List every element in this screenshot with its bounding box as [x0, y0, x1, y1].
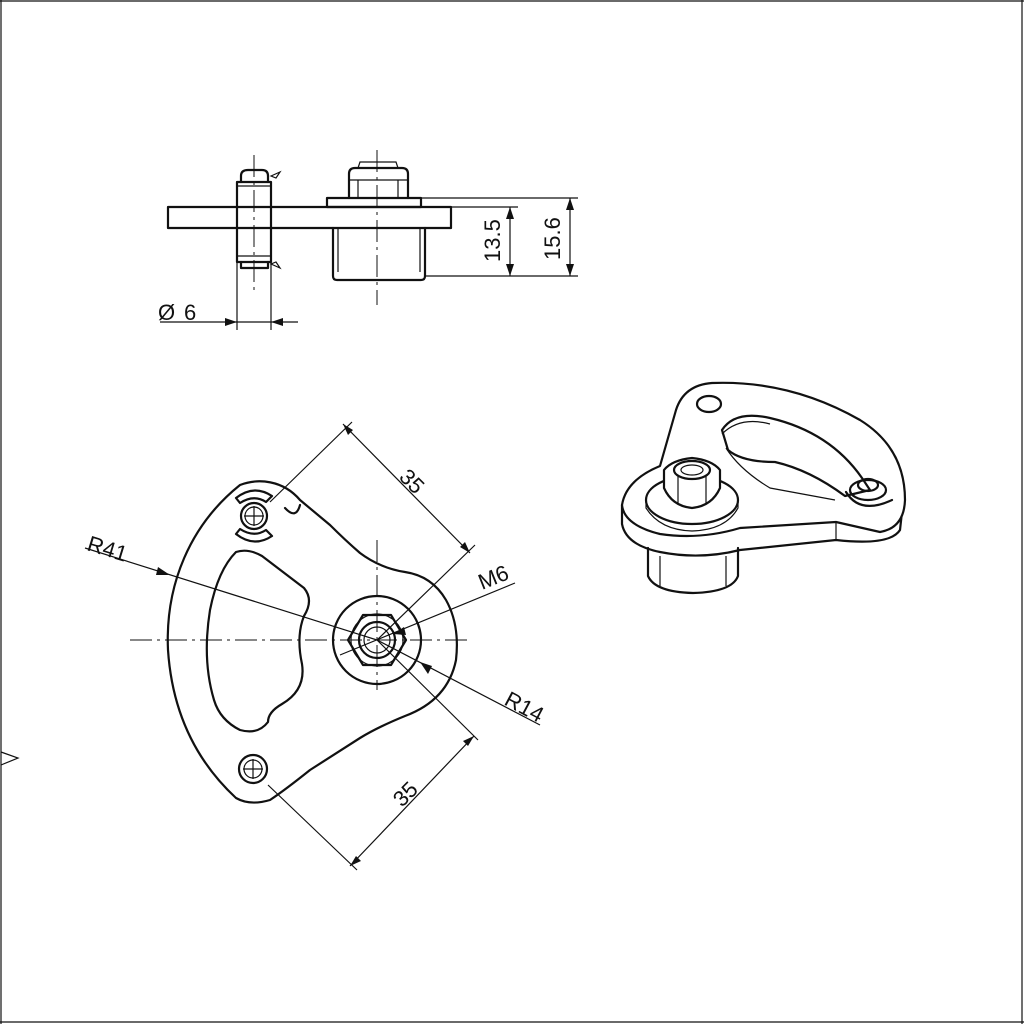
dim-radius-hub: R14 — [501, 686, 548, 727]
dim-radius-outer: R41 — [85, 531, 131, 567]
dim-offset-lower: 35 — [388, 777, 423, 812]
dim-offset-upper: 35 — [394, 464, 429, 499]
dim-hole-diameter: 6 — [184, 300, 196, 325]
diameter-symbol: Ø — [158, 300, 175, 325]
side-view — [160, 150, 578, 330]
dim-height-flange: 13.5 — [480, 219, 505, 262]
isometric-view — [620, 381, 907, 595]
dim-thread: M6 — [475, 560, 513, 595]
front-view — [84, 421, 541, 871]
dim-height-total: 15.6 — [540, 217, 565, 260]
